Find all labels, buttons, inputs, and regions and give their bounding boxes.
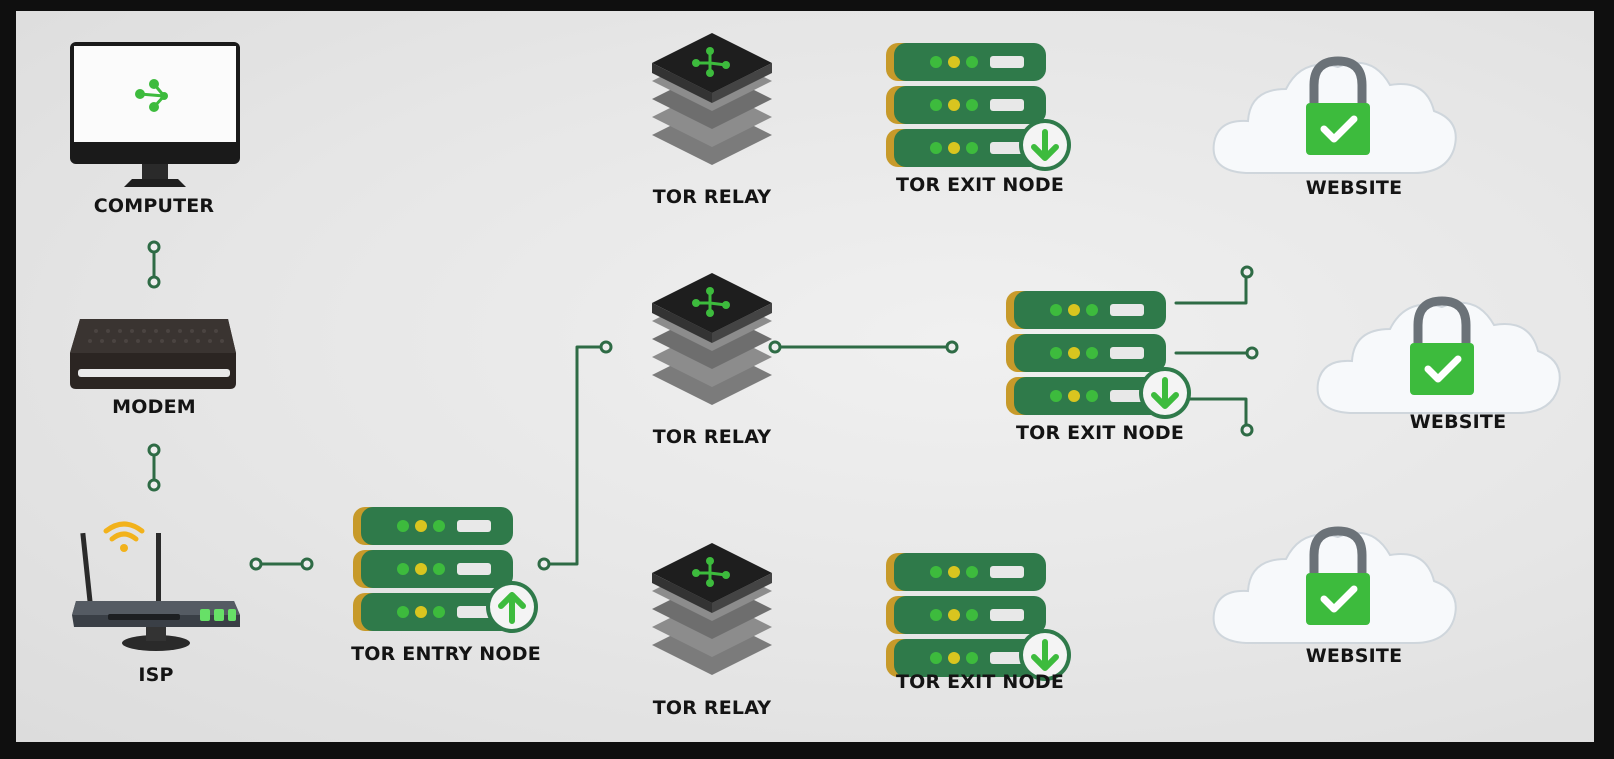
modem-icon bbox=[70, 319, 236, 389]
exit-bottom-label: TOR EXIT NODE bbox=[895, 671, 1065, 693]
connector-exit-website-c bbox=[1174, 397, 1248, 431]
relay-mid-label: TOR RELAY bbox=[652, 426, 772, 448]
cloud-lock-icon bbox=[1212, 56, 1457, 174]
isp-label: ISP bbox=[138, 664, 174, 686]
computer-label: COMPUTER bbox=[93, 195, 215, 217]
server-stack-upload-icon bbox=[353, 507, 538, 633]
website-mid-label: WEBSITE bbox=[1409, 411, 1507, 433]
wifi-router-icon bbox=[72, 521, 240, 651]
connector-dot bbox=[537, 557, 551, 571]
connector-dot bbox=[945, 340, 959, 354]
layered-relay-icon bbox=[652, 273, 772, 405]
server-stack-download-icon bbox=[886, 553, 1071, 681]
connector-dot bbox=[147, 443, 161, 457]
server-stack-download-icon bbox=[1006, 291, 1191, 419]
connector-layer bbox=[147, 240, 1259, 571]
website-top-label: WEBSITE bbox=[1305, 177, 1403, 199]
tor-network-diagram: COMPUTER MODEM ISP bbox=[16, 11, 1594, 742]
connector-exit-website-a bbox=[1174, 271, 1248, 305]
connector-dot bbox=[599, 340, 613, 354]
connector-dot bbox=[147, 275, 161, 289]
connector-dot bbox=[1240, 423, 1254, 437]
relay-bottom-label: TOR RELAY bbox=[652, 697, 772, 719]
layered-relay-icon bbox=[652, 543, 772, 675]
website-bottom-label: WEBSITE bbox=[1305, 645, 1403, 667]
connector-entry-relay bbox=[541, 345, 607, 566]
exit-mid-label: TOR EXIT NODE bbox=[1015, 422, 1185, 444]
entry-node-label: TOR ENTRY NODE bbox=[351, 643, 541, 665]
connector-dot bbox=[1240, 265, 1254, 279]
cloud-lock-icon bbox=[1316, 296, 1561, 414]
cloud-lock-icon bbox=[1212, 526, 1457, 644]
connector-dot bbox=[1245, 346, 1259, 360]
connector-dot bbox=[249, 557, 263, 571]
monitor-icon bbox=[70, 42, 240, 187]
connector-dot bbox=[147, 478, 161, 492]
modem-label: MODEM bbox=[112, 396, 196, 418]
exit-top-label: TOR EXIT NODE bbox=[895, 174, 1065, 196]
connector-dot bbox=[768, 340, 782, 354]
layered-relay-icon bbox=[652, 33, 772, 165]
server-stack-download-icon bbox=[886, 43, 1071, 171]
connector-dot bbox=[300, 557, 314, 571]
relay-top-label: TOR RELAY bbox=[652, 186, 772, 208]
connector-dot bbox=[147, 240, 161, 254]
